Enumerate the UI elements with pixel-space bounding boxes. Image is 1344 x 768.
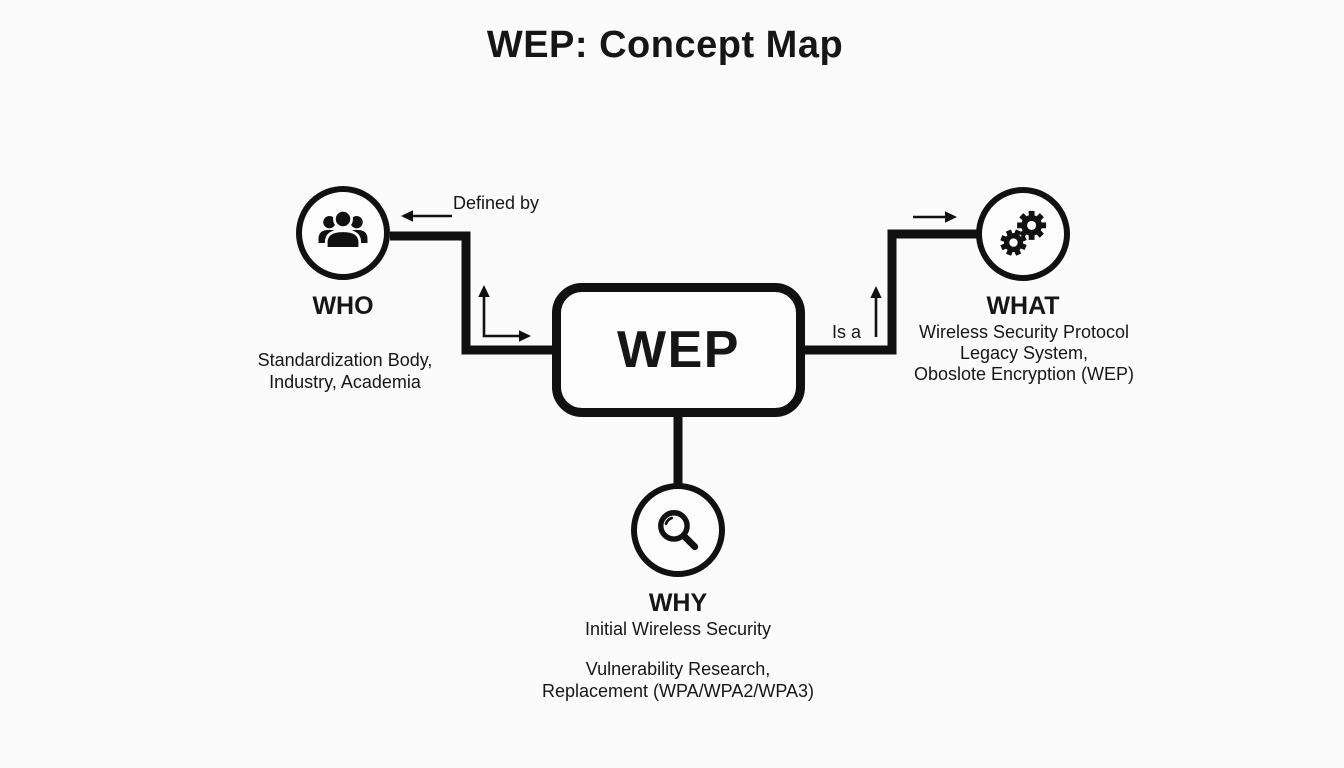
gears-icon	[1000, 210, 1047, 256]
why-desc-line: Replacement (WPA/WPA2/WPA3)	[541, 681, 815, 701]
what-node-label: WHAT	[986, 292, 1060, 320]
who-connector-line	[390, 231, 552, 355]
elbow-arrow-icon	[478, 285, 531, 342]
why-desc-line: Initial Wireless Security	[584, 619, 772, 639]
what-node-circle	[976, 187, 1070, 281]
what-desc-line: Wireless Security Protocol	[918, 322, 1130, 342]
people-group-icon	[318, 208, 368, 250]
what-connector-line	[805, 229, 977, 355]
who-node-description: Standardization Body, Industry, Academia	[258, 349, 433, 393]
why-node-circle	[631, 483, 725, 577]
what-node-description: Wireless Security Protocol Legacy System…	[914, 322, 1134, 385]
who-desc-line: Standardization Body,	[257, 350, 433, 370]
why-desc-line: Vulnerability Research,	[585, 659, 771, 679]
edge-label-defined-by: Defined by	[453, 193, 540, 213]
what-desc-line: Legacy System,	[959, 343, 1089, 363]
defined-by-arrow-icon	[401, 210, 452, 222]
why-node-label: WHY	[648, 589, 708, 617]
why-node-description: Initial Wireless Security	[585, 618, 771, 640]
who-desc-line: Industry, Academia	[269, 372, 421, 392]
wep-center-label: WEP	[617, 321, 740, 379]
why-node-description-secondary: Vulnerability Research, Replacement (WPA…	[542, 658, 814, 702]
edge-label-is-a: Is a	[832, 322, 862, 342]
who-node-circle	[296, 186, 390, 280]
what-desc-line: Oboslote Encryption (WEP)	[913, 364, 1135, 384]
who-node-label: WHO	[312, 292, 374, 320]
what-direction-arrow-icon	[913, 211, 957, 223]
magnifier-icon	[658, 510, 699, 551]
is-a-arrow-icon	[870, 286, 882, 337]
page-title: WEP: Concept Map	[486, 24, 844, 66]
wep-center-node: WEP	[552, 283, 805, 417]
